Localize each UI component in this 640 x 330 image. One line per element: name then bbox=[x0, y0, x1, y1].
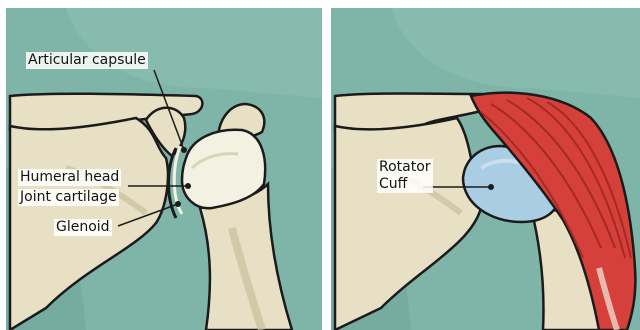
joint-anatomy-panel: Articular capsule Humeral head Joint car… bbox=[6, 8, 322, 330]
rotator-cuff-panel: Rotator Cuff bbox=[331, 8, 640, 330]
label-humeral-head: Humeral head bbox=[18, 169, 121, 186]
label-rotator-cuff: Rotator Cuff bbox=[377, 159, 433, 193]
label-rotator-cuff-line1: Rotator bbox=[379, 159, 431, 176]
label-articular-capsule: Articular capsule bbox=[26, 52, 148, 69]
label-joint-cartilage: Joint cartilage bbox=[18, 189, 119, 206]
label-glenoid: Glenoid bbox=[54, 219, 112, 236]
pointer-dot-rotator-cuff bbox=[488, 184, 494, 190]
label-rotator-cuff-line2: Cuff bbox=[379, 176, 431, 193]
